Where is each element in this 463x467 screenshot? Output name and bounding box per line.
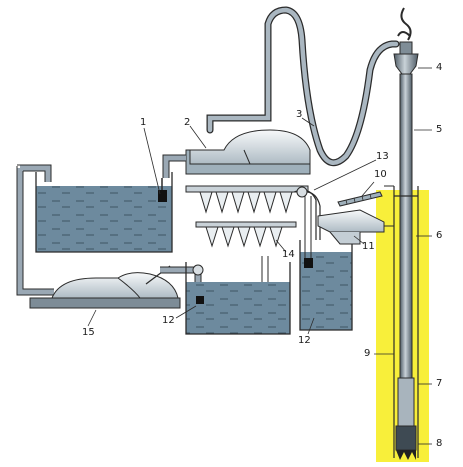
device-2 [185, 129, 311, 175]
callout-4: 4 [436, 62, 443, 73]
swivel-4 [393, 7, 419, 75]
drill-bit-8 [395, 425, 417, 460]
callout-14: 14 [282, 249, 295, 260]
casing-9 [393, 186, 419, 458]
nozzle-1 [158, 178, 167, 202]
callout-9: 9 [364, 348, 371, 359]
callout-12-left: 12 [162, 315, 175, 326]
callout-5: 5 [436, 124, 443, 135]
middle-tank-12 [185, 262, 291, 335]
tray-11 [317, 209, 385, 245]
callout-1: 1 [140, 117, 147, 128]
left-tank [35, 172, 173, 253]
sieve-10 [337, 191, 383, 207]
callout-6: 6 [436, 230, 443, 241]
separator-comb [185, 185, 321, 248]
pipe-to-2 [162, 154, 186, 178]
callout-15: 15 [82, 327, 95, 338]
pipe-12-up [261, 256, 269, 282]
leader-lines [87, 67, 432, 445]
return-pipe [384, 185, 394, 227]
callout-10: 10 [374, 169, 387, 180]
callout-3: 3 [296, 109, 303, 120]
pipe-sep-to-12 [304, 196, 312, 258]
callout-2: 2 [184, 117, 191, 128]
callout-8: 8 [436, 438, 443, 449]
core-barrel-7 [397, 377, 415, 427]
hose-3 [206, 6, 400, 167]
callout-7: 7 [436, 378, 443, 389]
left-pipe [16, 164, 54, 296]
callout-11: 11 [362, 241, 375, 252]
callout-12-right: 12 [298, 335, 311, 346]
device-15 [29, 265, 181, 309]
callout-13: 13 [376, 151, 389, 162]
right-tank-12 [299, 240, 353, 331]
